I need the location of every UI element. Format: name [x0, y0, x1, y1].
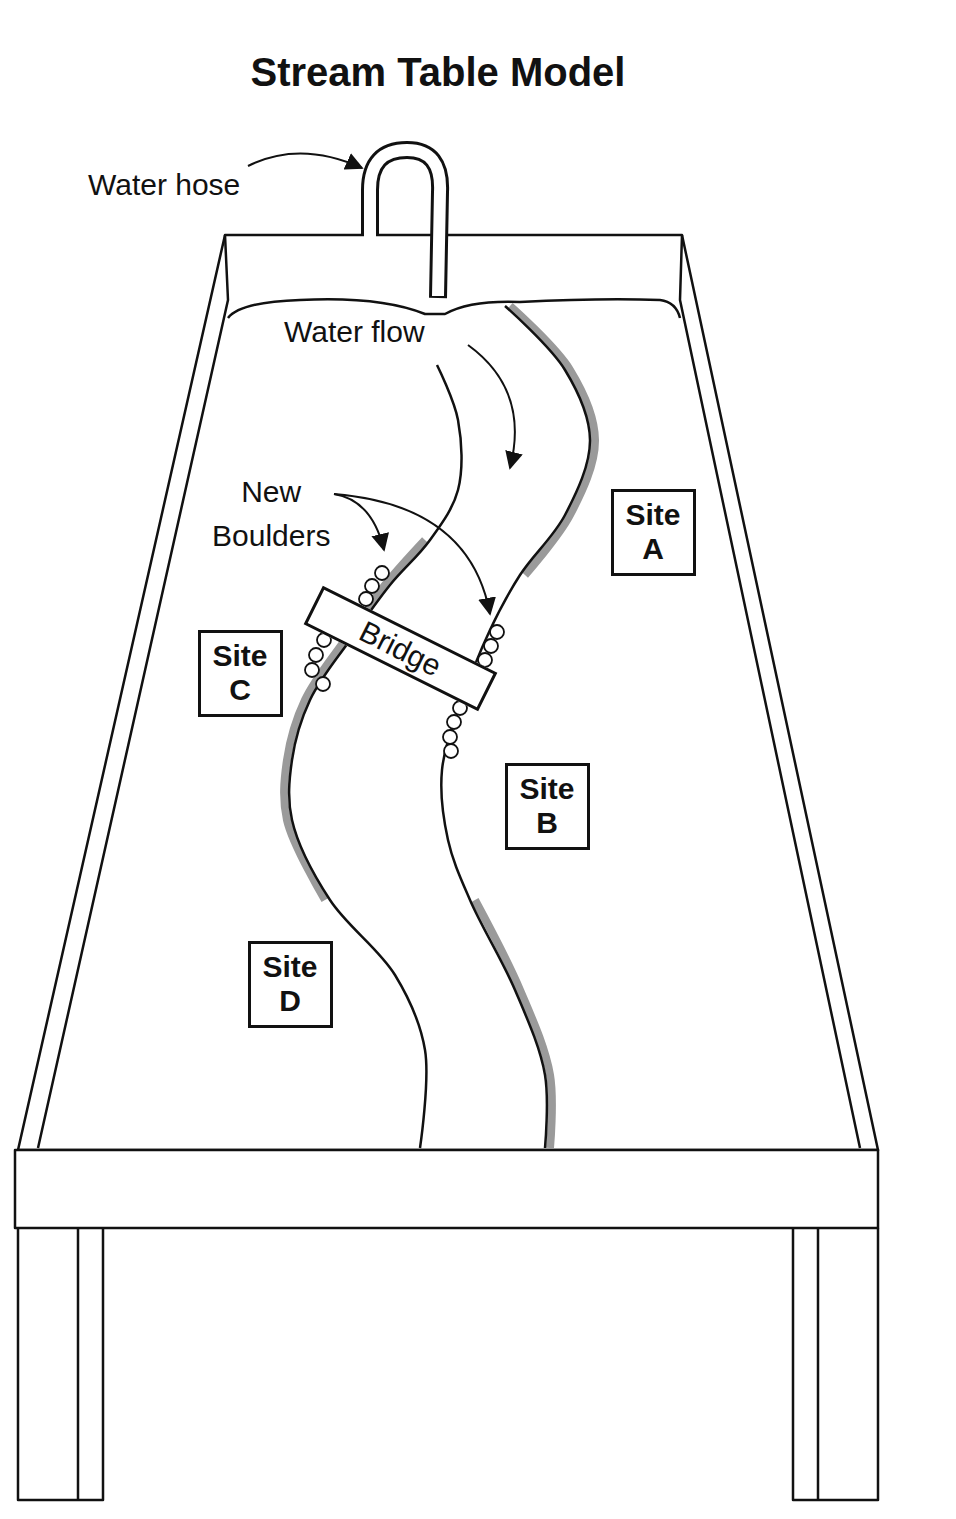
water-hose [370, 150, 440, 298]
water-hose-inner [370, 150, 440, 296]
boulder-leader-left [334, 494, 384, 550]
site-box: Site B [505, 763, 590, 850]
boulder [316, 677, 330, 691]
boulder-leader-right [334, 494, 490, 614]
hose-leader [248, 153, 362, 168]
left-leg [18, 1228, 103, 1500]
site-box: Site C [198, 630, 283, 717]
site-label: Site C [213, 639, 268, 708]
boulder [365, 579, 379, 593]
boulder [490, 625, 504, 639]
site-label: Site D [263, 950, 318, 1019]
boulder [484, 639, 498, 653]
site-label: Site B [520, 772, 575, 841]
boulder [305, 663, 319, 677]
boulder [375, 566, 389, 580]
flow-leader [468, 345, 515, 468]
flow-label: Water flow [284, 315, 425, 349]
front-board [15, 1150, 878, 1228]
tray-outline [18, 235, 878, 1150]
boulders-label: New Boulders [212, 470, 330, 557]
bridge-plank: Bridge [303, 585, 497, 710]
boulder [309, 648, 323, 662]
boulder [447, 715, 461, 729]
boulder [443, 730, 457, 744]
boulder [444, 744, 458, 758]
diagram-title: Stream Table Model [251, 50, 626, 95]
stream-bank [441, 306, 590, 1148]
eroded-bank-shading [475, 900, 552, 1148]
stream-bank [289, 365, 461, 1148]
site-box: Site A [611, 489, 696, 576]
site-box: Site D [248, 941, 333, 1028]
site-label: Site A [626, 498, 681, 567]
hose-label: Water hose [88, 168, 240, 202]
bridge-label: Bridge [344, 609, 456, 687]
tray-inner-right [680, 235, 860, 1148]
eroded-bank-shading [284, 540, 425, 900]
right-leg [793, 1228, 878, 1500]
